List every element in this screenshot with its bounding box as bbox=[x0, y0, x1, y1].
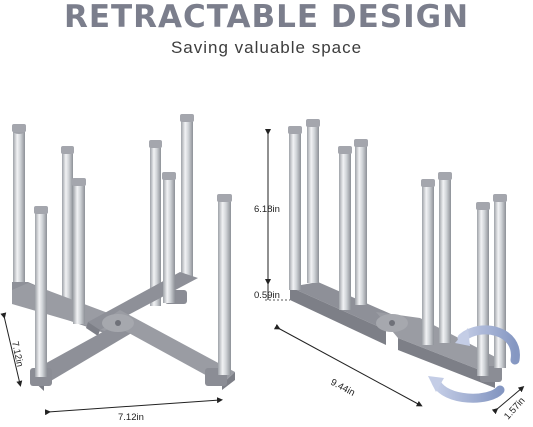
label-right-width: 1.57in bbox=[502, 395, 527, 422]
label-right-length: 9.44in bbox=[329, 377, 357, 399]
label-right-base: 0.59in bbox=[254, 290, 280, 301]
page-subtitle: Saving valuable space bbox=[170, 38, 363, 57]
label-left-width: 7.12in bbox=[118, 412, 144, 423]
label-right-height: 6.18in bbox=[254, 204, 280, 215]
length-dimension-line bbox=[273, 323, 423, 407]
width-dimension-line bbox=[44, 397, 223, 416]
page-title: RETRACTABLE DESIGN bbox=[63, 0, 470, 35]
rack-collapsed bbox=[265, 119, 525, 415]
depth-dimension-line bbox=[0, 312, 23, 387]
label-left-depth: 7.12in bbox=[9, 340, 25, 368]
pole-front bbox=[34, 172, 232, 377]
pole-set-collapsed bbox=[288, 119, 507, 376]
pole-back bbox=[12, 114, 194, 306]
rack-expanded bbox=[0, 114, 235, 416]
width-dimension-line-collapsed bbox=[491, 386, 525, 415]
